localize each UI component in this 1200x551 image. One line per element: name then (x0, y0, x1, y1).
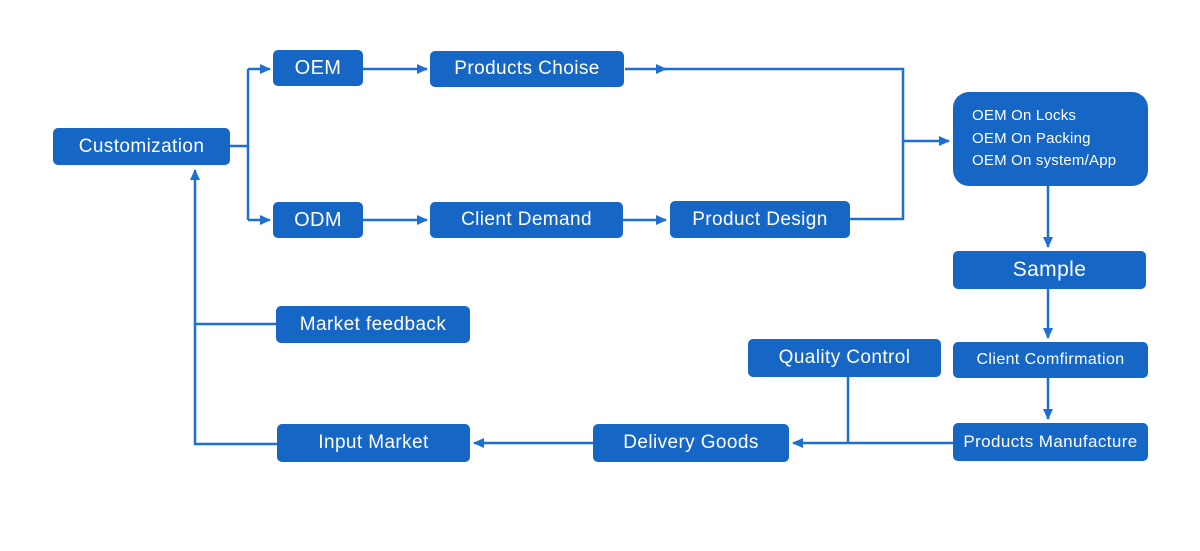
node-oem: OEM (273, 50, 363, 86)
node-delivery-goods: Delivery Goods (593, 424, 789, 462)
node-sample: Sample (953, 251, 1146, 289)
node-client-demand: Client Demand (430, 202, 623, 238)
node-quality-control: Quality Control (748, 339, 941, 377)
node-customization: Customization (53, 128, 230, 165)
node-oem-on-options: OEM On Locks OEM On Packing OEM On syste… (953, 92, 1148, 186)
node-products-choise: Products Choise (430, 51, 624, 87)
node-odm: ODM (273, 202, 363, 238)
edge-input-market-loop (190, 169, 277, 446)
oem-on-line-2: OEM On Packing (972, 129, 1091, 147)
node-input-market: Input Market (277, 424, 470, 462)
node-products-manufacture: Products Manufacture (953, 423, 1148, 461)
node-client-comfirmation: Client Comfirmation (953, 342, 1148, 378)
edge-merge-line (664, 67, 905, 221)
oem-on-line-3: OEM On system/App (972, 152, 1117, 170)
oem-on-line-1: OEM On Locks (972, 107, 1077, 125)
node-product-design: Product Design (670, 201, 850, 238)
node-market-feedback: Market feedback (276, 306, 470, 343)
